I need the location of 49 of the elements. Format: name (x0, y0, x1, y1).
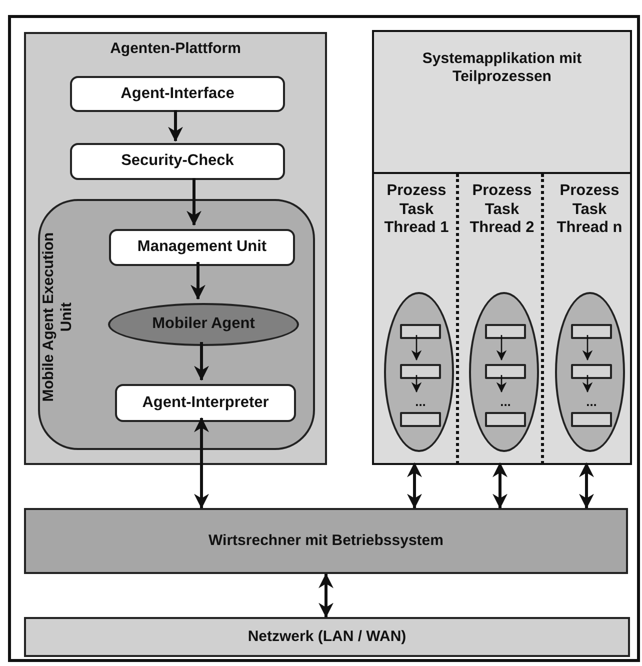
node-label: Agent-Interface (120, 84, 234, 104)
arrow (318, 573, 334, 618)
ellipsis-label: ... (500, 398, 511, 406)
process-box (485, 412, 526, 427)
node-label: Management Unit (137, 238, 267, 257)
arrow (492, 462, 508, 509)
arrow (411, 375, 422, 393)
process-box (571, 364, 612, 379)
arrow (496, 375, 507, 393)
node-label: Prozess Task Thread 1 (383, 182, 450, 238)
process-box (70, 143, 285, 180)
node-label: Security-Check (121, 152, 234, 171)
arrow (190, 262, 206, 300)
node-label: Systemapplikation mit Teilprozessen (421, 50, 583, 86)
platform-panel (24, 32, 327, 465)
process-box (571, 324, 612, 339)
process-box (400, 364, 441, 379)
process-box (109, 229, 295, 266)
process-box (400, 324, 441, 339)
arrow (582, 335, 593, 361)
execution-unit-panel (38, 199, 315, 450)
node-label: Agenten-Plattform (110, 40, 241, 58)
process-box (115, 384, 296, 422)
arrow (407, 462, 422, 509)
arrow (579, 462, 594, 509)
arrow (186, 178, 202, 226)
process-box (571, 412, 612, 427)
node-label: Prozess Task Thread n (556, 182, 624, 238)
arrow (168, 110, 183, 142)
arrow (496, 335, 507, 361)
arrow (411, 335, 422, 361)
layer-bar (24, 508, 628, 574)
arrow (194, 342, 209, 381)
process-box (485, 324, 526, 339)
application-panel (372, 30, 632, 465)
ellipsis-label: ... (415, 398, 426, 406)
process-box (70, 76, 285, 112)
layer-bar (24, 617, 630, 657)
node-label: Netzwerk (LAN / WAN) (248, 628, 406, 646)
ellipsis-label: ... (586, 398, 597, 406)
arrow (582, 375, 593, 393)
process-box (485, 364, 526, 379)
node-label: Prozess Task Thread 2 (468, 182, 536, 238)
node-label: Wirtsrechner mit Betriebssystem (208, 532, 444, 550)
node-label: Mobiler Agent (152, 315, 255, 334)
process-box (400, 412, 441, 427)
unit-label: Mobile Agent Execution Unit (40, 231, 76, 404)
arrow (194, 417, 209, 509)
node-label: Agent-Interpreter (142, 394, 269, 412)
